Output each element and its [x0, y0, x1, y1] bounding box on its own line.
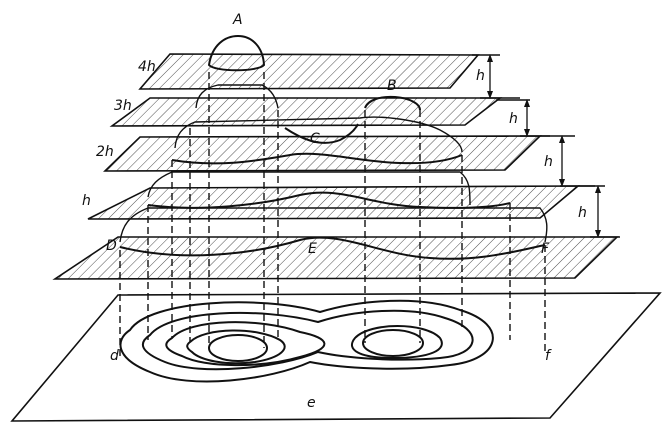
contour-line-e	[119, 236, 546, 260]
surface-section-2	[147, 171, 471, 206]
base-plane	[10, 292, 662, 422]
interval-markers	[472, 54, 620, 238]
label-point-e-upper: E	[308, 241, 317, 257]
peak-a-cap	[207, 34, 266, 72]
plane-level-2h	[103, 135, 542, 172]
label-point-f-lower: f	[545, 348, 552, 364]
projection-lines	[119, 72, 546, 358]
label-saddle-c: C	[310, 131, 320, 147]
label-point-d-lower: d	[110, 348, 119, 364]
peak-b-cap	[364, 95, 421, 111]
interval-label-2: h	[509, 111, 518, 127]
label-point-d-upper: D	[106, 238, 117, 254]
contour-line-h	[147, 191, 511, 209]
contour-line-2h	[171, 152, 463, 165]
saddle-curve	[284, 123, 359, 144]
level-label-4h: 4h	[138, 59, 156, 75]
level-label-3h: 3h	[114, 98, 132, 114]
interval-label-3: h	[544, 154, 553, 170]
level-label-2h: 2h	[96, 144, 114, 160]
interval-label-1: h	[476, 68, 485, 84]
plane-level-4h	[138, 53, 480, 90]
label-point-e-lower: e	[307, 395, 316, 411]
label-peak-b: B	[387, 78, 397, 94]
projected-contours	[119, 299, 494, 383]
label-point-f-upper: F	[541, 241, 550, 257]
plane-level-0	[52, 236, 619, 280]
plane-level-h	[87, 185, 581, 220]
level-label-h: h	[82, 193, 91, 209]
plane-level-3h	[109, 97, 503, 127]
interval-label-4: h	[578, 205, 587, 221]
label-peak-a: A	[232, 12, 243, 28]
